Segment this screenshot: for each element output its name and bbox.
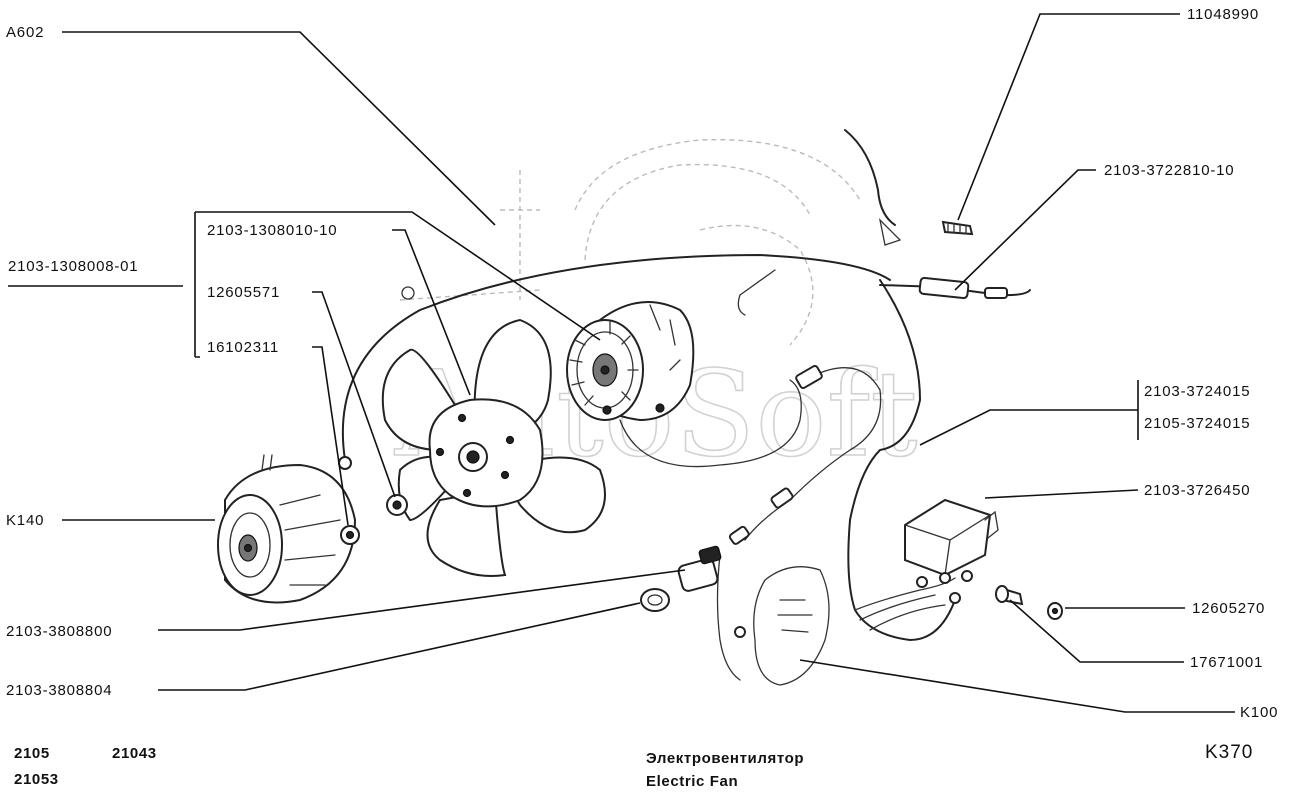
leader-lines	[8, 13, 1235, 713]
label-a602: A602	[6, 24, 44, 41]
background-outline	[399, 129, 902, 346]
model-21043: 21043	[112, 745, 157, 762]
generator	[217, 454, 360, 604]
label-2103-3808804: 2103-3808804	[6, 682, 112, 699]
label-11048990: 11048990	[1187, 6, 1259, 23]
title-russian: Электровентилятор	[646, 750, 804, 767]
model-2105: 2105	[14, 745, 50, 762]
fan-impeller	[381, 318, 606, 577]
small-parts	[386, 220, 1063, 686]
label-16102311: 16102311	[207, 339, 279, 356]
label-17671001: 17671001	[1190, 654, 1263, 671]
page-code: K370	[1205, 742, 1253, 763]
title-english: Electric Fan	[646, 773, 738, 790]
callout-labels: A602 11048990 2103-3722810-10 2103-13080…	[6, 6, 1278, 721]
label-12605571: 12605571	[207, 284, 280, 301]
label-2103-3724015: 2103-3724015	[1144, 383, 1250, 400]
label-2103-3722810-10: 2103-3722810-10	[1104, 162, 1234, 179]
label-k100: K100	[1240, 704, 1278, 721]
model-21053: 21053	[14, 771, 59, 788]
footer: 2105 21043 21053 Электровентилятор Elect…	[14, 742, 1253, 790]
label-2103-3808800: 2103-3808800	[6, 623, 112, 640]
label-2103-1308010-10: 2103-1308010-10	[207, 222, 337, 239]
wiring-harness	[338, 254, 1031, 681]
label-2103-3726450: 2103-3726450	[1144, 482, 1250, 499]
label-12605270: 12605270	[1192, 600, 1265, 617]
label-k140: K140	[6, 512, 44, 529]
label-2103-1308008-01: 2103-1308008-01	[8, 258, 138, 275]
fan-motor	[566, 301, 695, 422]
label-2105-3724015: 2105-3724015	[1144, 415, 1250, 432]
